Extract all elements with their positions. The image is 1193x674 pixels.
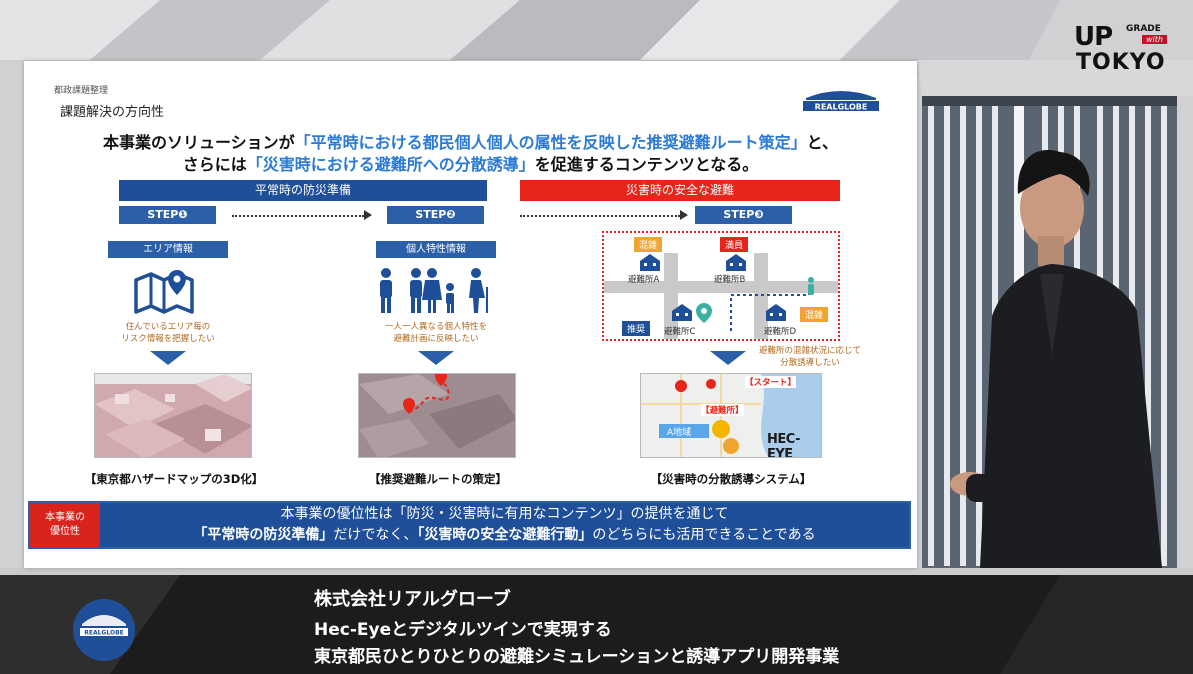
step-1-label: STEP❶ bbox=[119, 206, 216, 224]
step-1-caption: 【東京都ハザードマップの3D化】 bbox=[84, 472, 264, 486]
advantage-box: 本事業の 優位性 本事業の優位性は「防災・災害時に有用なコンテンツ」の提供を通じ… bbox=[28, 501, 911, 549]
map-area-label: A地域 bbox=[667, 428, 692, 438]
step-2-note: 一人一人異なる個人特性を 避難計画に反映したい bbox=[384, 322, 487, 344]
down-arrow-icon bbox=[418, 351, 454, 365]
route-map-screenshot bbox=[358, 373, 516, 458]
hec-eye-logo: HEC-EYE bbox=[767, 432, 801, 458]
shelter-building-icon bbox=[726, 254, 746, 271]
slide-title: 課題解決の方向性 bbox=[60, 105, 165, 120]
full-badge: 満員 bbox=[720, 237, 749, 252]
realglobe-logo-text: REALGLOBE bbox=[815, 103, 868, 112]
upgrade-with-tokyo-logo: UP GRADE with TOKYO bbox=[1072, 22, 1178, 75]
dispersal-system-screenshot: 【スタート】 【避難所】 A地域 HEC-EYE bbox=[640, 373, 822, 458]
person-icon bbox=[808, 277, 814, 295]
map-start-label: 【スタート】 bbox=[745, 376, 797, 388]
route-map-image bbox=[359, 374, 515, 457]
lower-third-line-2: Hec-Eyeとデジタルツインで実現する bbox=[314, 620, 612, 640]
step-2-caption: 【推奨避難ルートの策定】 bbox=[369, 472, 507, 486]
slide-breadcrumb: 都政課題整理 bbox=[54, 86, 109, 96]
hazard-map-3d-screenshot bbox=[94, 373, 252, 458]
shelter-d-label: 避難所D bbox=[764, 327, 797, 337]
recommended-badge: 推奨 bbox=[622, 321, 651, 336]
shelter-building-icon bbox=[672, 304, 692, 321]
arrow-head-icon bbox=[364, 210, 372, 220]
step-3-note: 避難所の混雑状況に応じて 分散誘導したい bbox=[758, 346, 861, 368]
step-3-label: STEP❸ bbox=[695, 206, 792, 224]
step-1-note: 住んでいるエリア毎の リスク情報を把握したい bbox=[121, 322, 215, 344]
map-shelter-label: 【避難所】 bbox=[701, 404, 744, 416]
lead-line-1: 本事業のソリューションが「平常時における都民個人個人の属性を反映した推奨避難ルー… bbox=[102, 133, 839, 152]
hazard-map-3d-image bbox=[95, 374, 251, 457]
people-icon bbox=[380, 268, 488, 313]
location-pin-icon bbox=[696, 303, 712, 323]
logo-up-text: UP bbox=[1074, 22, 1113, 52]
shelter-b-label: 避難所B bbox=[714, 275, 746, 285]
lower-third-line-3: 東京都民ひとりひとりの避難シミュレーションと誘導アプリ開発事業 bbox=[314, 647, 840, 667]
logo-with-text: with bbox=[1142, 35, 1167, 44]
step-3-caption: 【災害時の分散誘導システム】 bbox=[650, 472, 812, 486]
step-1-connector bbox=[232, 215, 364, 217]
advantage-label: 本事業の 優位性 bbox=[30, 503, 100, 547]
shelter-building-icon bbox=[640, 254, 660, 271]
speaker-video bbox=[922, 96, 1177, 568]
shelter-dispersal-diagram: 混雑 満員 推奨 混雑 避難所A 避難所B 避難所C 避難所D bbox=[602, 231, 840, 341]
crowded-badge-2: 混雑 bbox=[800, 307, 829, 322]
arrow-head-icon bbox=[680, 210, 688, 220]
crowded-badge-1: 混雑 bbox=[634, 237, 663, 252]
area-info-tag: エリア情報 bbox=[108, 241, 228, 258]
advantage-line-2: 「平常時の防災準備」だけでなく、「災害時の安全な避難行動」のどちらにも活用できる… bbox=[193, 527, 816, 543]
step-2-connector bbox=[520, 215, 680, 217]
logo-tokyo-text: TOKYO bbox=[1076, 50, 1166, 75]
step-2-label: STEP❷ bbox=[387, 206, 484, 224]
shelter-c-label: 避難所C bbox=[664, 327, 696, 337]
lower-third-company: 株式会社リアルグローブ bbox=[314, 589, 511, 610]
presentation-slide: 都政課題整理 課題解決の方向性 REALGLOBE 本事業のソリューションが「平… bbox=[24, 61, 917, 568]
down-arrow-icon bbox=[150, 351, 186, 365]
personal-info-tag: 個人特性情報 bbox=[376, 241, 496, 258]
realglobe-logo: REALGLOBE bbox=[803, 91, 879, 112]
logo-grade-text: GRADE bbox=[1126, 24, 1161, 34]
down-arrow-icon bbox=[710, 351, 746, 365]
advantage-text: 本事業の優位性は「防災・災害時に有用なコンテンツ」の提供を通じて 「平常時の防災… bbox=[100, 503, 909, 547]
phase-normal-band: 平常時の防災準備 bbox=[119, 180, 487, 201]
shelter-a-label: 避難所A bbox=[628, 275, 660, 285]
phase-disaster-band: 災害時の安全な避難 bbox=[520, 180, 840, 201]
shelter-building-icon bbox=[766, 304, 786, 321]
lead-line-2: さらには「災害時における避難所への分散誘導」を促進するコンテンツとなる。 bbox=[182, 155, 759, 174]
advantage-line-1: 本事業の優位性は「防災・災害時に有用なコンテンツ」の提供を通じて bbox=[280, 506, 729, 522]
realglobe-circle-logo: REALGLOBE bbox=[73, 599, 135, 661]
circle-logo-text: REALGLOBE bbox=[84, 630, 124, 637]
folded-map-icon bbox=[134, 270, 194, 314]
